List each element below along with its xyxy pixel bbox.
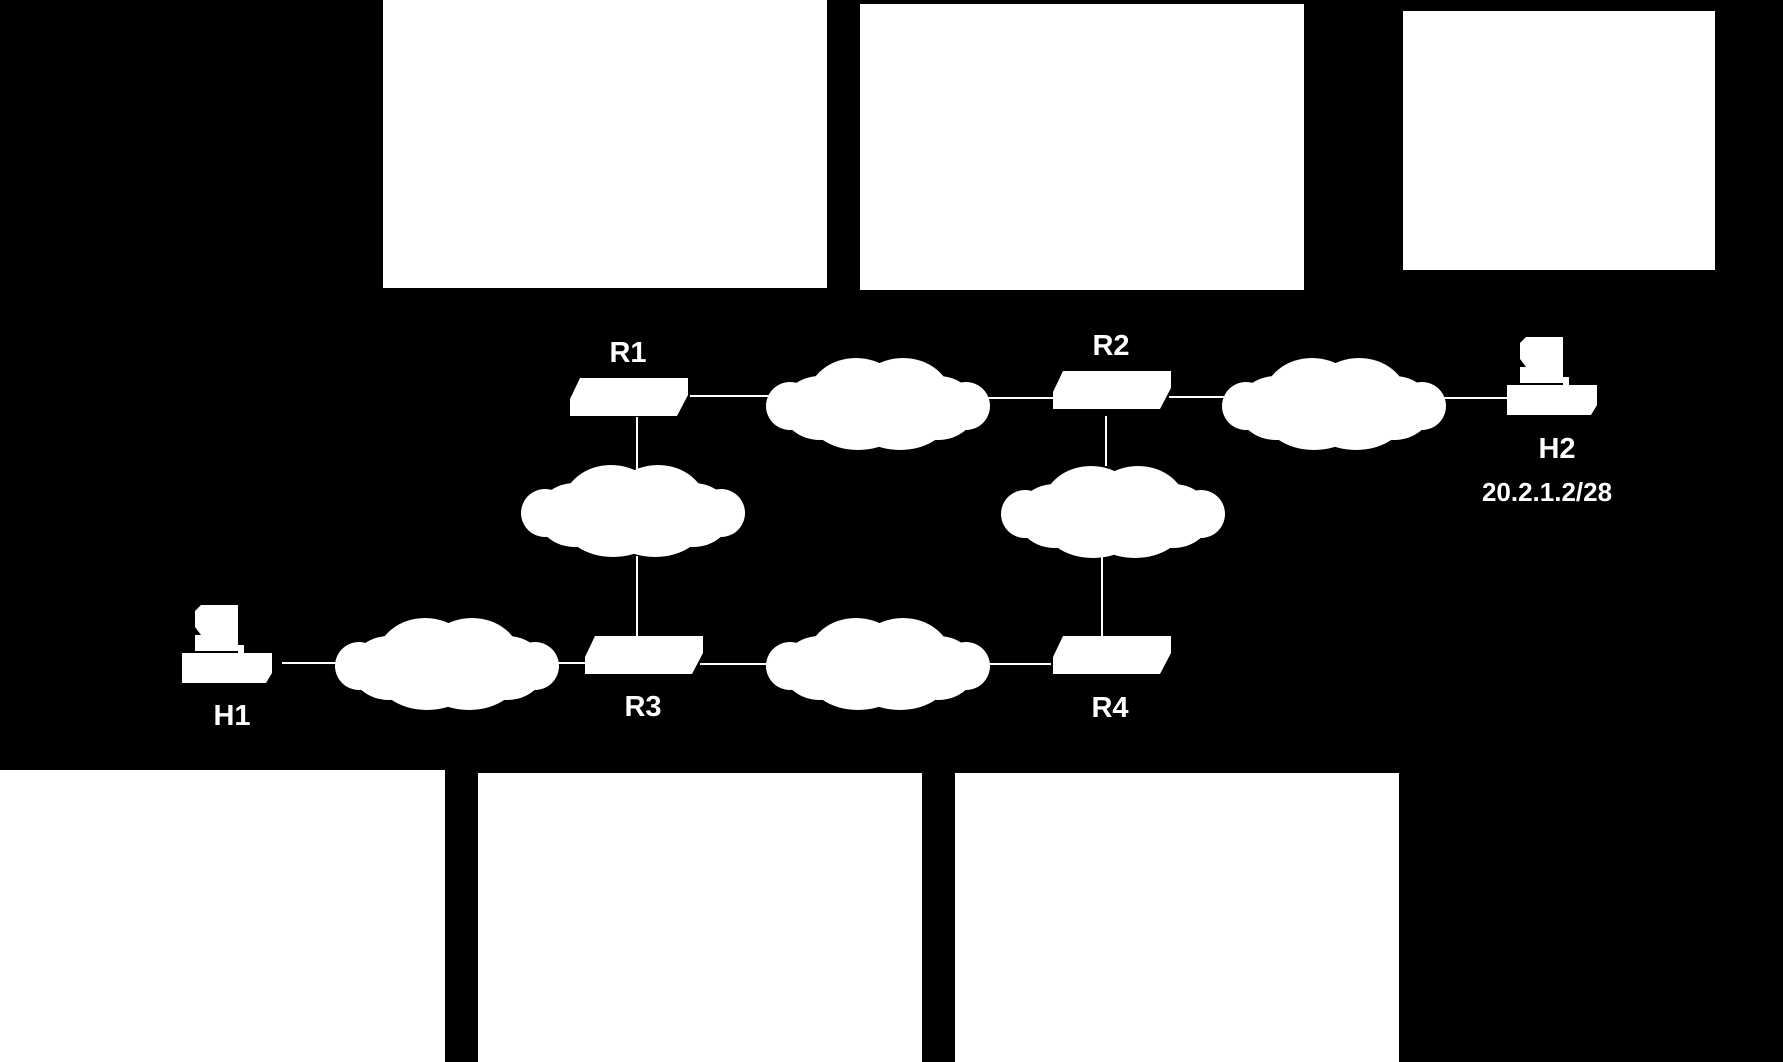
network-cloud-icon (766, 618, 990, 710)
network-cloud-icon (335, 618, 559, 710)
panel-bottom-middle (478, 773, 922, 1062)
network-cloud-icon (521, 465, 745, 557)
network-clouds (335, 358, 1446, 710)
host-address-h2: 20.2.1.2/28 (1482, 477, 1612, 507)
router-label-r2: R2 (1092, 330, 1129, 362)
panel-top-middle (860, 4, 1304, 290)
network-cloud-icon (1222, 358, 1446, 450)
router-label-r3: R3 (624, 691, 661, 723)
links (282, 395, 1508, 665)
panel-bottom-right (955, 773, 1399, 1062)
panels (0, 0, 1715, 1062)
router-label-r1: R1 (609, 337, 646, 369)
router-icon (585, 636, 703, 674)
host-computer-icon (182, 605, 272, 683)
panel-bottom-left (0, 770, 445, 1062)
network-cloud-icon (766, 358, 990, 450)
router-icon (1053, 636, 1171, 674)
network-cloud-icon (1001, 466, 1225, 558)
router-icon (1053, 371, 1171, 409)
host-label-h1: H1 (213, 700, 250, 732)
router-label-r4: R4 (1091, 692, 1128, 724)
router-icon (570, 378, 688, 416)
panel-top-left (383, 0, 827, 288)
panel-top-right (1403, 11, 1715, 270)
host-label-h2: H2 (1538, 433, 1575, 465)
labels: R1 R2 R3 R4 H1 H2 20.2.1.2/28 (213, 330, 1612, 732)
host-computer-icon (1507, 337, 1597, 415)
